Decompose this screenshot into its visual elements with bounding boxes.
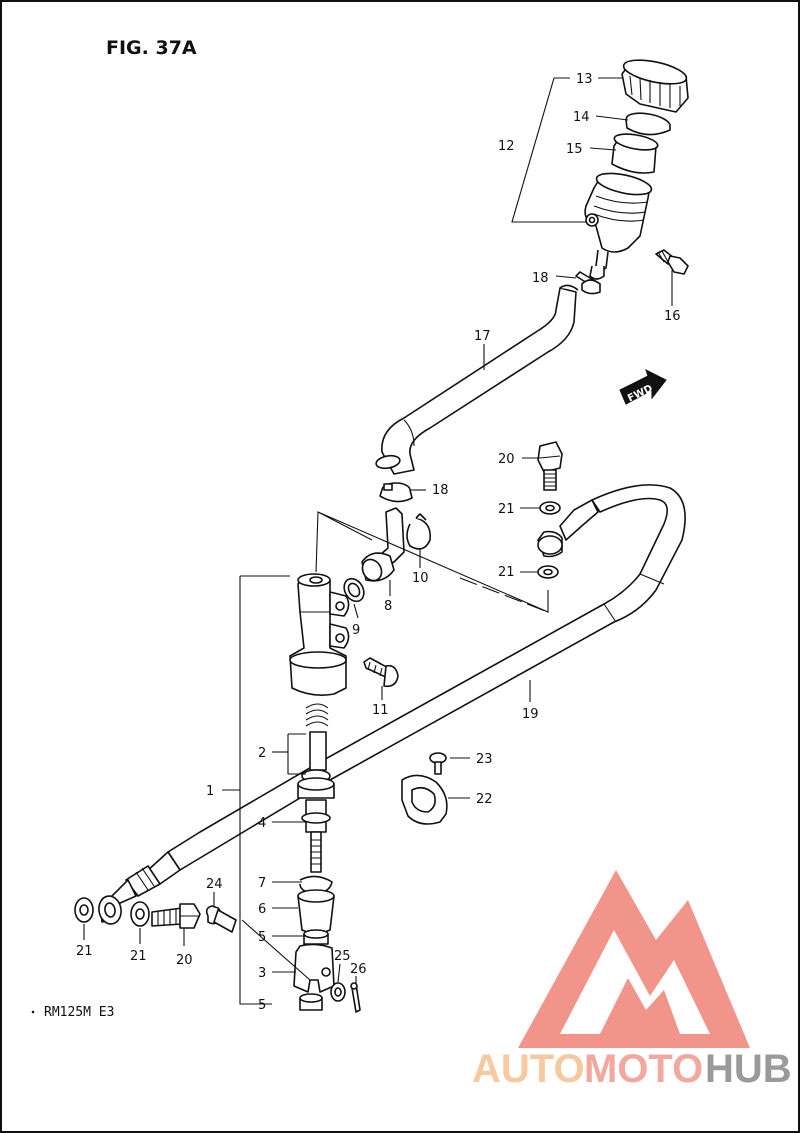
callout-20-lower: 20	[176, 953, 193, 968]
watermark-logo	[518, 870, 750, 1048]
clevis	[293, 943, 335, 993]
lock-nut-lower	[299, 993, 323, 1011]
callout-23: 23	[476, 752, 493, 767]
callout-4: 4	[258, 816, 266, 831]
sealing-washer-lower	[537, 565, 559, 579]
sealing-washer-upper	[539, 501, 561, 515]
watermark-triangle-core	[600, 978, 680, 1034]
callout-13: 13	[576, 72, 593, 87]
callout-1: 1	[206, 784, 214, 799]
watermark-hub: HUB	[705, 1047, 792, 1091]
circlip-upper	[406, 513, 432, 550]
callout-12: 12	[498, 139, 515, 154]
push-rod-assembly	[297, 777, 335, 873]
callout-6: 6	[258, 902, 266, 917]
callout-11: 11	[372, 703, 389, 718]
callout-21-center: 21	[130, 949, 147, 964]
brake-hose	[98, 484, 686, 925]
callout-9: 9	[352, 623, 360, 638]
lock-nut-upper	[303, 929, 329, 945]
union-bolt-lower	[151, 903, 201, 929]
reservoir-cap	[621, 59, 689, 113]
callout-25: 25	[334, 949, 351, 964]
callout-18-lower: 18	[432, 483, 449, 498]
callout-17: 17	[474, 329, 491, 344]
sealing-washer-left-2	[130, 901, 150, 927]
hose-clamp-lower	[379, 482, 413, 503]
watermark-moto: MOTO	[584, 1047, 703, 1091]
dust-boot	[297, 889, 335, 934]
hose-clamp-upper	[575, 271, 601, 295]
model-dot	[31, 1010, 35, 1014]
diaphragm-plate	[625, 112, 671, 136]
hose-guide	[401, 774, 448, 825]
callout-26: 26	[350, 962, 367, 977]
cylinder-mount-bolt	[363, 657, 399, 688]
diaphragm	[611, 133, 659, 174]
callout-19: 19	[522, 707, 539, 722]
hose-guide-screw	[429, 752, 447, 775]
watermark-text: AUTO MOTO HUB	[472, 1047, 792, 1091]
model-code: RM125M E3	[44, 1005, 114, 1020]
watermark-triangle-inner	[560, 930, 710, 1034]
master-cylinder-body	[289, 573, 350, 696]
callout-21-mid: 21	[498, 565, 515, 580]
o-ring	[343, 577, 365, 603]
callout-20-upper: 20	[498, 452, 515, 467]
piston-spring	[305, 703, 329, 771]
callout-8: 8	[384, 599, 392, 614]
callout-5-lower: 5	[258, 998, 266, 1013]
callout-16: 16	[664, 309, 681, 324]
callout-5-upper: 5	[258, 930, 266, 945]
inlet-connector	[361, 507, 405, 582]
leader-lines	[83, 77, 673, 1005]
callout-2: 2	[258, 746, 266, 761]
mounting-bolt	[655, 249, 689, 275]
callout-7: 7	[258, 876, 266, 891]
callout-10: 10	[412, 571, 429, 586]
cotter-pin	[350, 982, 361, 1013]
reservoir-hose	[375, 284, 579, 475]
union-bolt-upper	[537, 441, 563, 491]
reservoir-body	[584, 172, 653, 280]
figure-title: FIG. 37A	[106, 37, 197, 59]
callout-14: 14	[573, 110, 590, 125]
callout-21-upper: 21	[498, 502, 515, 517]
callout-3: 3	[258, 966, 266, 981]
callout-22: 22	[476, 792, 493, 807]
clevis-washer	[330, 982, 346, 1002]
fwd-arrow-shape	[619, 369, 667, 405]
watermark-auto: AUTO	[472, 1047, 585, 1091]
callout-15: 15	[566, 142, 583, 157]
callout-21-left: 21	[76, 944, 93, 959]
bleeder-bolt	[205, 905, 237, 933]
circlip-lower	[299, 875, 333, 895]
callout-24: 24	[206, 877, 223, 892]
callout-18-upper: 18	[532, 271, 549, 286]
fwd-direction-arrow: FWD	[619, 369, 667, 405]
sealing-washer-left-1	[74, 897, 94, 923]
callout-labels: 13 14 12 15 18 16 17 20 18 21 21 10 8 9 …	[76, 72, 681, 1013]
